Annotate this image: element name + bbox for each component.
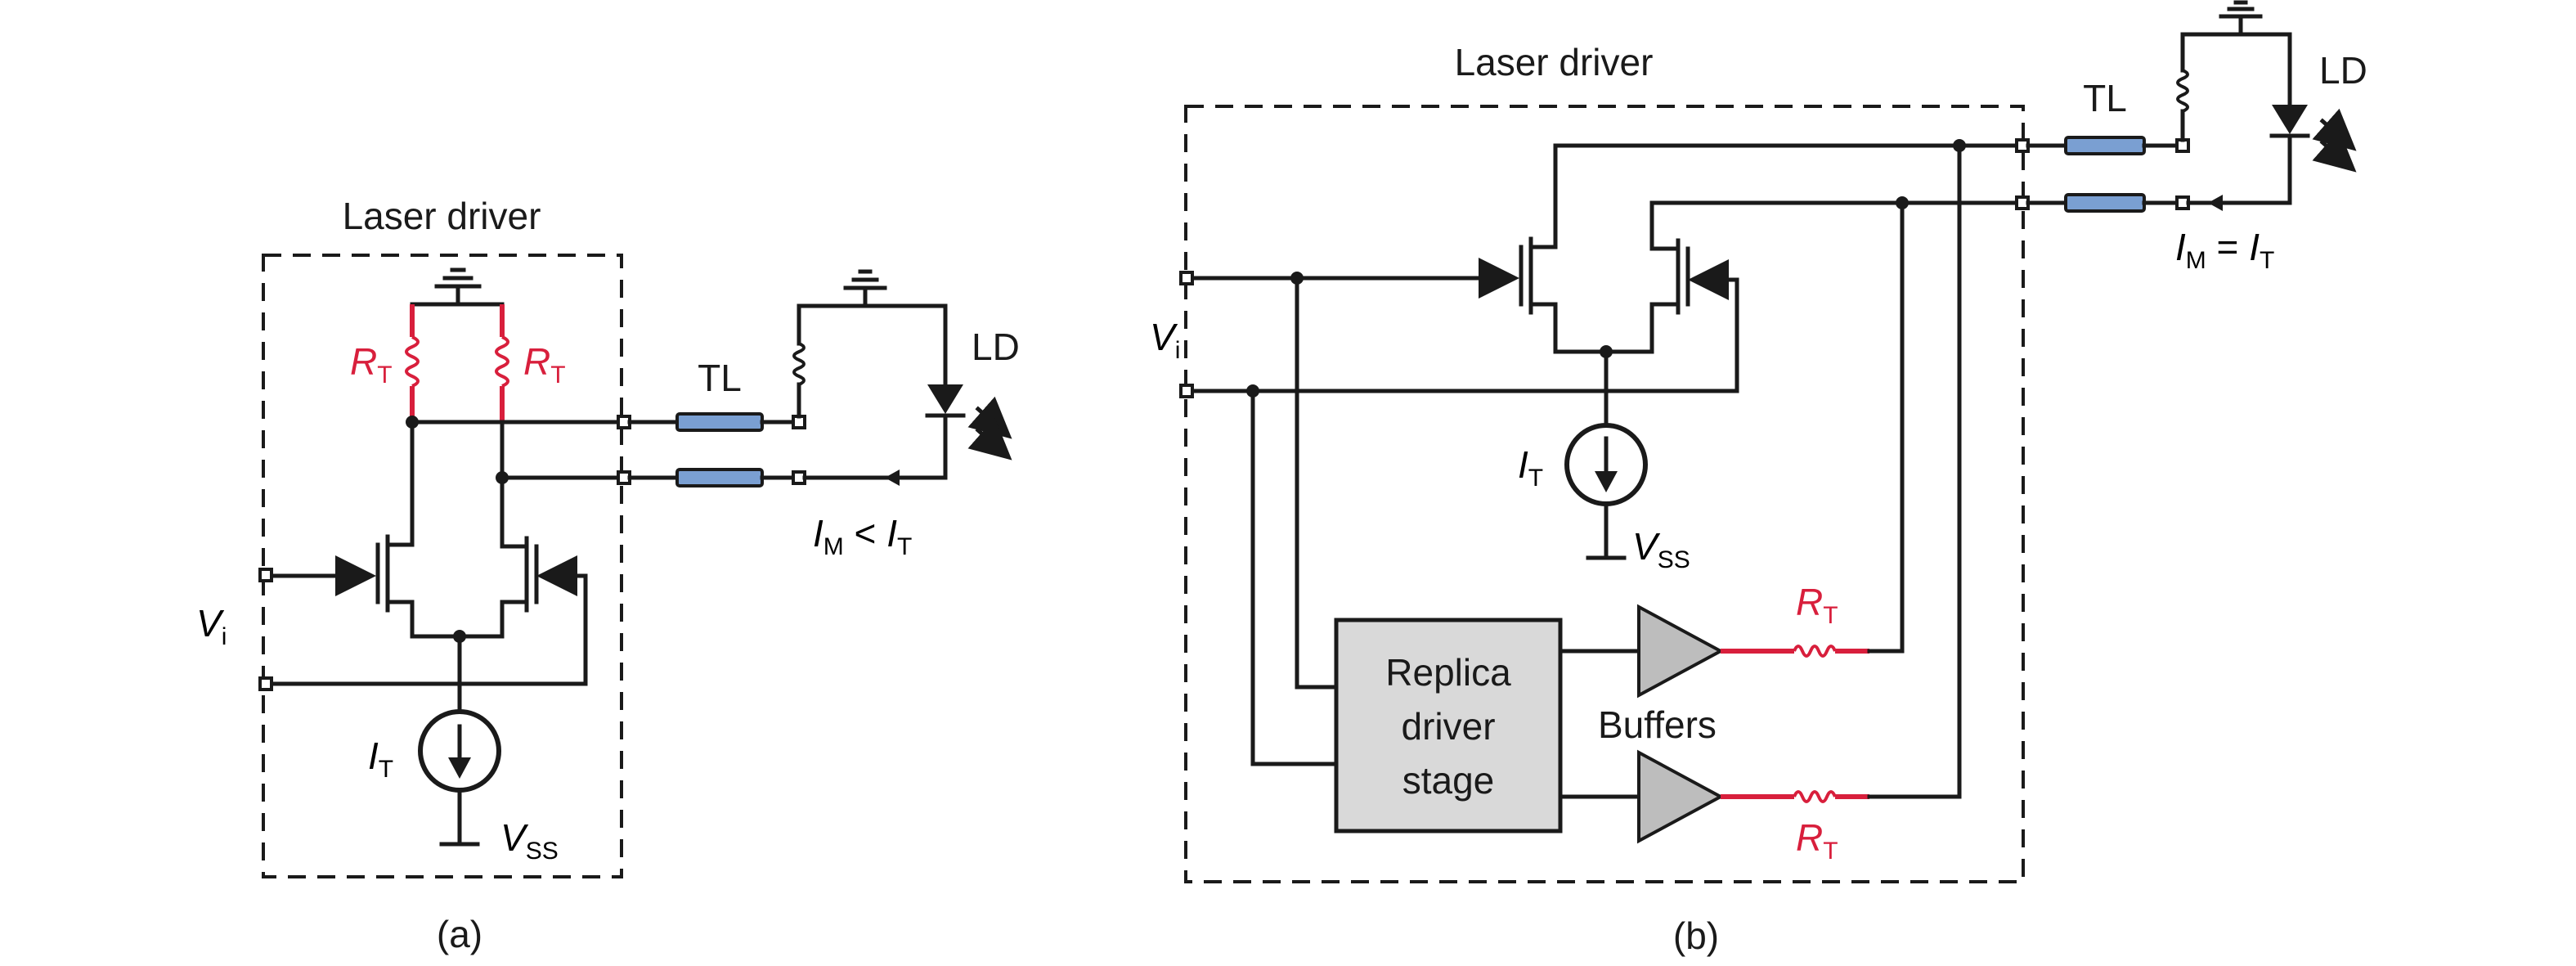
resistor-rt-left-a: [405, 304, 420, 422]
ld-load-a: [792, 269, 1012, 486]
current-source-a: [418, 709, 501, 847]
vi-port-top-a: [258, 568, 273, 582]
tl-line-top-a: [675, 412, 764, 432]
transistor-left-b: [1190, 143, 1558, 354]
rt-bottom-label-b: RT: [1796, 816, 1838, 865]
current-source-b: [1564, 423, 1648, 560]
vi-label-b: Vi: [1150, 316, 1180, 364]
ld-label-b: LD: [2319, 49, 2367, 92]
caption-a: (a): [437, 913, 482, 955]
replica-line-3: stage: [1402, 759, 1495, 802]
current-relation-a: IM < IT: [813, 512, 912, 560]
panel-a: Laser driver RT RT: [196, 195, 1020, 955]
replica-driver-stage: [1334, 618, 1563, 833]
buffer-bottom: [1637, 749, 1725, 844]
laser-driver-box-a: [262, 254, 623, 878]
resistor-rt-right-a: [495, 304, 509, 422]
it-label-b: IT: [1518, 443, 1543, 492]
vss-label-a: VSS: [500, 816, 559, 865]
buffers-label: Buffers: [1598, 703, 1717, 746]
laser-driver-label-a: Laser driver: [343, 195, 541, 237]
tl-line-bottom-b: [2064, 193, 2146, 213]
vss-label-b: VSS: [1632, 525, 1690, 573]
rt-left-label-a: RT: [350, 340, 393, 389]
it-label-a: IT: [368, 735, 393, 783]
tl-label-a: TL: [698, 357, 742, 399]
transistor-right-a: [500, 536, 588, 686]
vi-label-a: Vi: [196, 602, 227, 650]
ld-load-b: [2176, 0, 2357, 211]
buffer-top: [1637, 604, 1725, 699]
ground-symbol-a: [410, 267, 505, 307]
vi-port-bottom-a: [258, 676, 273, 691]
rt-top-label-b: RT: [1796, 581, 1838, 629]
resistor-rt-top-b: [1721, 645, 1905, 658]
tl-label-b: TL: [2083, 77, 2127, 119]
tl-line-top-b: [2064, 136, 2146, 155]
replica-line-2: driver: [1401, 705, 1495, 748]
panel-b: Laser driver: [1150, 0, 2367, 957]
transistor-left-a: [269, 521, 415, 639]
current-relation-b: IM = IT: [2175, 226, 2274, 274]
tl-line-bottom-a: [675, 468, 764, 487]
resistor-rt-bottom-b: [1721, 790, 1962, 803]
laser-driver-label-b: Laser driver: [1455, 41, 1654, 83]
caption-b: (b): [1673, 914, 1719, 957]
rt-right-label-a: RT: [523, 340, 566, 389]
replica-line-1: Replica: [1385, 651, 1511, 694]
ld-label-a: LD: [972, 326, 1020, 368]
laser-driver-box-b: [1184, 105, 2025, 883]
transistor-right-b: [1649, 200, 1739, 393]
